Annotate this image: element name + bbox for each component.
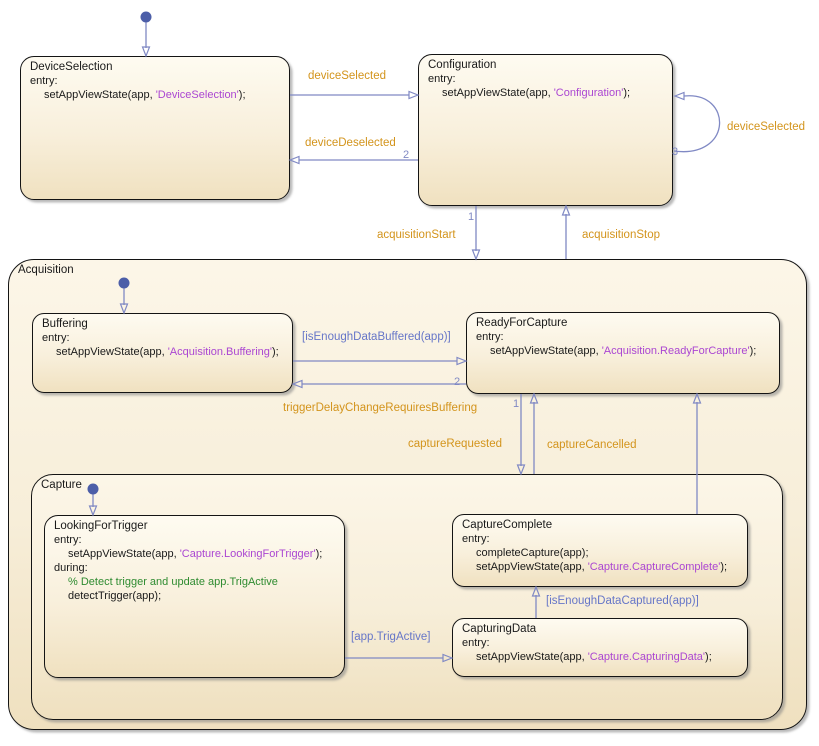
state-title: LookingForTrigger — [54, 520, 148, 532]
transition-label-trigger-delay-change[interactable]: triggerDelayChangeRequiresBuffering — [283, 402, 478, 414]
state-title: Acquisition — [18, 264, 74, 276]
transition-label-capture-cancelled[interactable]: captureCancelled — [547, 439, 637, 451]
state-capture-complete[interactable]: CaptureComplete entry: completeCapture(a… — [452, 514, 748, 587]
entry-keyword: entry: — [54, 534, 82, 546]
transition-priority-acquisition-start[interactable]: 1 — [468, 211, 475, 223]
entry-keyword: entry: — [462, 637, 490, 649]
entry-action: setAppViewState(app, 'Acquisition.ReadyF… — [490, 345, 757, 357]
transition-device-selected[interactable] — [290, 90, 420, 100]
state-title: Configuration — [428, 59, 497, 71]
state-capturing-data[interactable]: CapturingData entry: setAppViewState(app… — [452, 618, 748, 677]
transition-label-acquisition-stop[interactable]: acquisitionStop — [582, 229, 660, 241]
state-title: ReadyForCapture — [476, 317, 568, 329]
transition-priority-device-deselected[interactable]: 2 — [403, 149, 410, 161]
state-configuration[interactable]: Configuration entry: setAppViewState(app… — [418, 54, 673, 206]
initial-transition-device-selection[interactable] — [140, 11, 152, 58]
entry-keyword: entry: — [428, 73, 456, 85]
transition-label-is-enough-data-captured[interactable]: [isEnoughDataCaptured(app)] — [546, 595, 699, 607]
transition-label-is-enough-data-buffered[interactable]: [isEnoughDataBuffered(app)] — [302, 331, 451, 343]
during-action: detectTrigger(app); — [68, 590, 162, 602]
transition-label-device-selected[interactable]: deviceSelected — [308, 70, 386, 82]
entry-action-1: completeCapture(app); — [476, 547, 589, 559]
transition-label-app-trig-active[interactable]: [app.TrigActive] — [351, 631, 431, 643]
entry-action: setAppViewState(app, 'Configuration'); — [442, 87, 631, 99]
state-ready-for-capture[interactable]: ReadyForCapture entry: setAppViewState(a… — [466, 312, 780, 394]
entry-action-2: setAppViewState(app, 'Capture.CaptureCom… — [476, 561, 728, 573]
state-title: Buffering — [42, 318, 88, 330]
transition-acquisition-stop[interactable] — [561, 204, 571, 259]
transition-label-acquisition-start[interactable]: acquisitionStart — [377, 229, 456, 241]
state-device-selection[interactable]: DeviceSelection entry: setAppViewState(a… — [20, 56, 290, 200]
entry-keyword: entry: — [42, 332, 70, 344]
state-buffering[interactable]: Buffering entry: setAppViewState(app, 'A… — [32, 313, 293, 393]
entry-action: setAppViewState(app, 'Acquisition.Buffer… — [56, 346, 279, 358]
state-title: Capture — [41, 479, 82, 491]
entry-keyword: entry: — [476, 331, 504, 343]
transition-label-device-deselected[interactable]: deviceDeselected — [305, 137, 396, 149]
state-title: CaptureComplete — [462, 519, 553, 531]
transition-device-selected-self-loop[interactable] — [673, 91, 721, 153]
entry-action: setAppViewState(app, 'Capture.CapturingD… — [476, 651, 712, 663]
transition-device-deselected[interactable] — [288, 155, 418, 165]
state-title: DeviceSelection — [30, 61, 113, 73]
during-comment: % Detect trigger and update app.TrigActi… — [68, 576, 278, 588]
state-title: CapturingData — [462, 623, 537, 635]
transition-priority-capture-requested[interactable]: 1 — [513, 398, 520, 410]
entry-keyword: entry: — [30, 75, 58, 87]
state-looking-for-trigger[interactable]: LookingForTrigger entry: setAppViewState… — [44, 515, 345, 678]
transition-priority-trigger-delay-change[interactable]: 2 — [454, 376, 461, 388]
during-keyword: during: — [54, 562, 88, 574]
entry-action: setAppViewState(app, 'Capture.LookingFor… — [68, 548, 323, 560]
transition-label-device-selected-self[interactable]: deviceSelected — [727, 121, 805, 133]
transition-priority-device-selected-self[interactable]: 3 — [672, 146, 679, 158]
transition-label-capture-requested[interactable]: captureRequested — [408, 438, 502, 450]
entry-action: setAppViewState(app, 'DeviceSelection'); — [44, 89, 246, 101]
entry-keyword: entry: — [462, 533, 490, 545]
